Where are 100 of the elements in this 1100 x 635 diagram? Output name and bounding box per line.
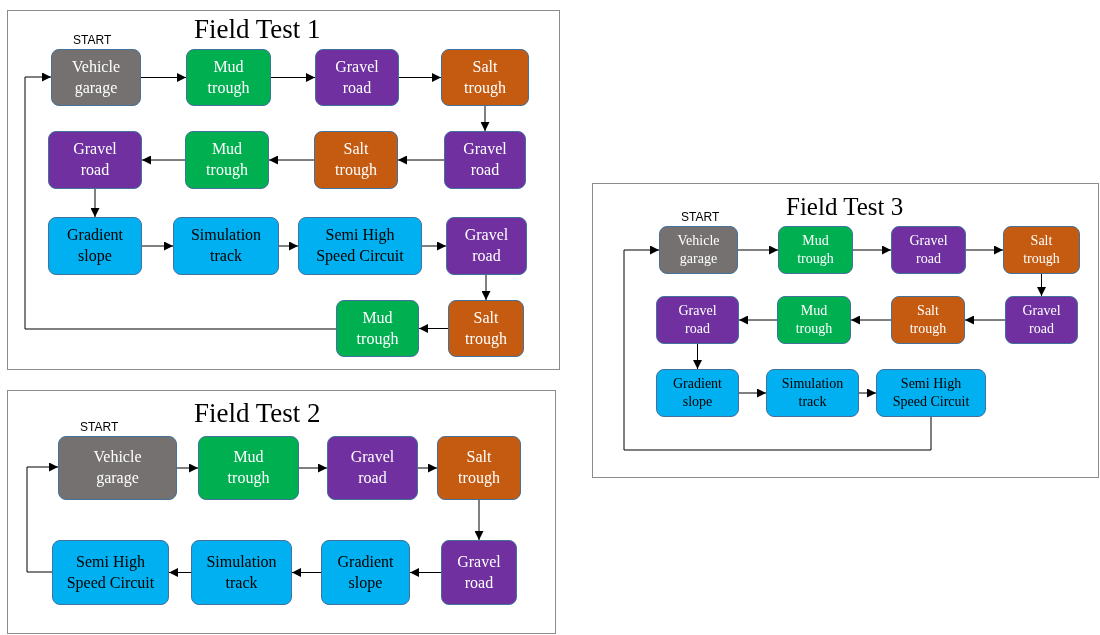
- process-step-box: [48, 131, 142, 189]
- step-label: Gravel road: [464, 225, 509, 266]
- flow-arrow: [397, 155, 445, 165]
- process-step-box: [1003, 226, 1080, 274]
- step-label: Gradient slope: [673, 374, 722, 411]
- flow-arrow: [738, 315, 778, 325]
- step-label: Gravel road: [463, 139, 507, 180]
- process-step-box: [51, 49, 141, 106]
- step-label: Gravel road: [335, 56, 379, 98]
- flow-arrow: [623, 245, 932, 451]
- step-label: Mud trough: [227, 447, 270, 489]
- step-label: Semi High Speed Circuit: [65, 551, 156, 594]
- flow-arrow: [852, 245, 892, 255]
- flow-arrow: [176, 463, 199, 473]
- panel-title: Field Test 1: [194, 16, 321, 43]
- process-step-box: [314, 131, 398, 189]
- flow-arrow: [398, 73, 442, 82]
- process-step-box: [659, 226, 738, 274]
- process-step-box: [891, 226, 966, 274]
- process-step-box: [441, 540, 517, 605]
- panel-title: Field Test 3: [786, 194, 904, 219]
- step-label: Gravel road: [1022, 301, 1061, 338]
- process-step-box: [191, 540, 292, 605]
- flow-arrow: [270, 73, 316, 82]
- flow-arrow: [965, 245, 1004, 255]
- step-label: Salt trough: [465, 307, 507, 350]
- process-step-box: [766, 369, 859, 417]
- process-step-box: [173, 217, 279, 275]
- process-step-box: [444, 131, 526, 189]
- field-test-panel: [7, 10, 560, 370]
- process-step-box: [437, 436, 521, 500]
- start-label: START: [80, 421, 119, 433]
- process-step-box: [52, 540, 169, 605]
- step-label: Salt trough: [335, 139, 377, 181]
- step-label: Mud trough: [206, 139, 248, 181]
- flow-arrow: [693, 343, 702, 370]
- step-label: Salt trough: [909, 301, 947, 338]
- flow-arrow: [737, 245, 779, 255]
- start-label: START: [681, 211, 720, 223]
- step-label: Gradient slope: [67, 225, 123, 267]
- flow-arrow: [964, 315, 1006, 325]
- step-label: Simulation track: [190, 225, 262, 266]
- flow-arrow: [141, 155, 186, 165]
- process-step-box: [58, 436, 177, 500]
- flow-arrow: [24, 72, 337, 330]
- step-label: Gravel road: [73, 139, 117, 180]
- flow-arrow: [141, 241, 174, 251]
- panel-title: Field Test 2: [194, 400, 321, 427]
- process-step-box: [876, 369, 986, 417]
- process-step-box: [891, 296, 965, 344]
- step-label: Vehicle garage: [72, 56, 120, 99]
- step-label: Gravel road: [350, 447, 395, 488]
- flow-arrow: [90, 188, 100, 218]
- flow-arrow: [858, 388, 877, 398]
- process-step-box: [327, 436, 418, 500]
- process-step-box: [198, 436, 299, 500]
- flow-arrow: [298, 463, 328, 473]
- step-label: Vehicle garage: [93, 447, 142, 489]
- field-test-panel: [7, 390, 556, 634]
- flow-arrow: [140, 73, 187, 82]
- step-label: Simulation track: [781, 374, 844, 411]
- step-label: Salt trough: [1023, 231, 1060, 268]
- flow-arrow: [278, 241, 299, 251]
- step-label: Simulation track: [206, 551, 277, 593]
- flow-arrow: [418, 324, 449, 333]
- flow-arrow: [409, 568, 442, 577]
- process-step-box: [185, 131, 269, 189]
- field-test-panel: [592, 183, 1099, 478]
- flow-arrow: [268, 155, 315, 165]
- process-step-box: [315, 49, 399, 106]
- process-step-box: [336, 300, 419, 357]
- start-label: START: [73, 34, 112, 46]
- flow-arrow: [474, 499, 484, 541]
- step-label: Gravel road: [909, 231, 948, 268]
- step-label: Mud trough: [795, 301, 833, 338]
- flow-arrow: [168, 568, 192, 577]
- flow-arrow: [291, 568, 322, 577]
- process-step-box: [321, 540, 410, 605]
- step-label: Mud trough: [356, 307, 399, 350]
- flow-arrow: [417, 463, 438, 473]
- process-step-box: [446, 217, 527, 275]
- process-step-box: [441, 49, 529, 106]
- process-step-box: [778, 226, 853, 274]
- process-step-box: [298, 217, 422, 275]
- flow-arrow: [480, 105, 490, 132]
- process-step-box: [656, 296, 739, 344]
- process-step-box: [186, 49, 271, 106]
- process-step-box: [777, 296, 851, 344]
- process-step-box: [448, 300, 524, 357]
- step-label: Gravel road: [678, 301, 717, 338]
- step-label: Gradient slope: [337, 551, 394, 594]
- step-label: Semi High Speed Circuit: [315, 225, 405, 267]
- flow-arrow: [26, 462, 59, 573]
- step-label: Salt trough: [458, 447, 500, 489]
- flow-arrow: [738, 388, 767, 398]
- flow-arrow: [1037, 273, 1046, 297]
- step-label: Gravel road: [457, 551, 501, 593]
- flow-arrow: [850, 315, 892, 325]
- step-label: Vehicle garage: [677, 231, 720, 268]
- step-label: Semi High Speed Circuit: [891, 374, 971, 411]
